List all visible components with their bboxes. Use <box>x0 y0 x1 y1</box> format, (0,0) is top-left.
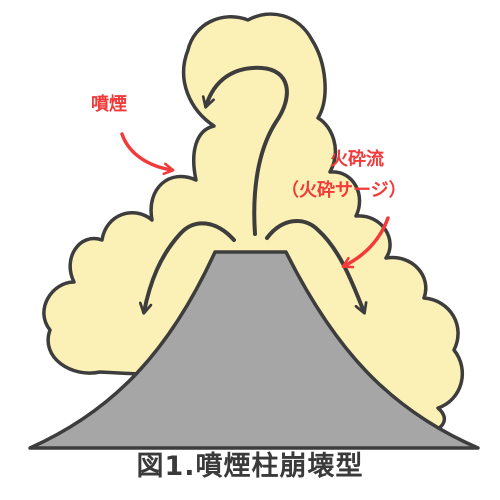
left-collapse-arrow <box>138 221 236 315</box>
volcano-mountain <box>28 250 480 450</box>
figure-caption: 図1.噴煙柱崩壊型 <box>136 451 364 482</box>
smoke-pointer-arrow <box>120 132 175 176</box>
right-collapse-arrow <box>265 218 368 315</box>
pyroclastic-surge-label: （火砕サージ） <box>281 180 407 201</box>
flow-pointer-arrow <box>341 216 390 269</box>
column-rising-arrow <box>201 65 289 236</box>
smoke-label: 噴煙 <box>91 94 127 115</box>
pyroclastic-flow-label: 火砕流 <box>330 149 384 170</box>
